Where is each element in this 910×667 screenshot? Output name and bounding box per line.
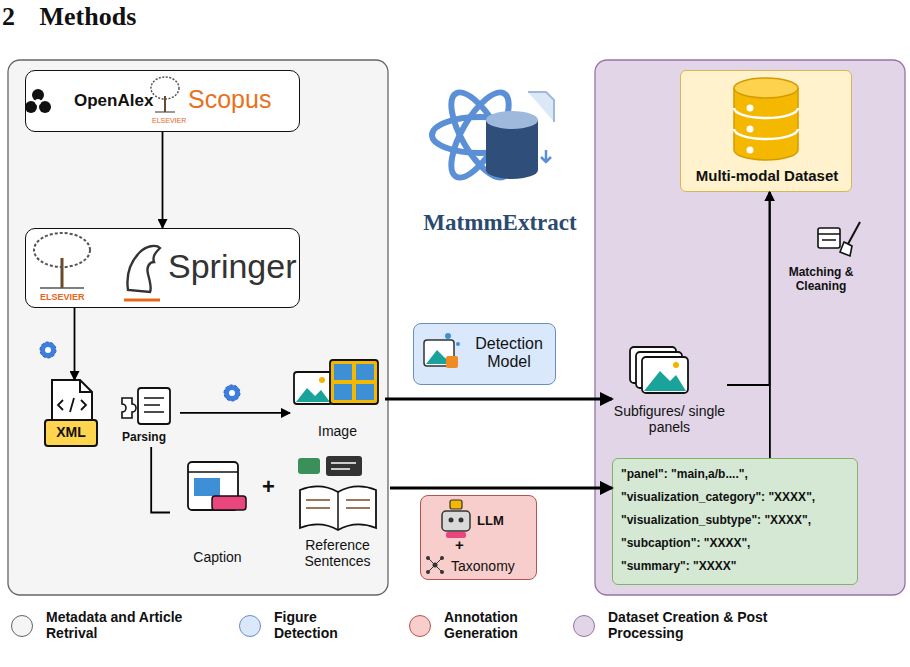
- node-text: XML: [45, 424, 97, 440]
- annotation-box: "panel": "main,a/b....", "visualization_c…: [612, 458, 858, 585]
- node-text: Reference Sentences: [285, 537, 390, 569]
- flow-arrow: [74, 308, 76, 380]
- dataset-panel: [595, 60, 905, 595]
- caption-item: Caption: [170, 455, 265, 570]
- flow-arrow: [151, 447, 170, 513]
- node-text: LLM: [477, 514, 504, 529]
- publisher-box: ELSEVIER Springer: [25, 228, 300, 308]
- node-text: "summary": "XXXX": [621, 560, 736, 574]
- logo-icon: [432, 84, 554, 185]
- legend-text: Dataset Creation & Post Processing: [608, 609, 798, 641]
- legend-text: Metadata and Article Retrival: [46, 609, 196, 641]
- caption-icon: [188, 462, 246, 510]
- xml-file: XML: [45, 380, 97, 448]
- flow-arrow: [162, 132, 164, 228]
- node-text: Detection Model: [466, 335, 552, 372]
- data-flow-arrow: [390, 486, 612, 489]
- tool-name: MatmmExtract: [400, 210, 600, 236]
- flow-arrow: [727, 192, 769, 385]
- subfigures-icon: [630, 347, 688, 393]
- node-text: Subfigures/ single panels: [612, 403, 727, 435]
- retrieval-panel: [8, 60, 388, 595]
- legend-swatch: [11, 615, 33, 637]
- node-text: ELSEVIER: [152, 117, 186, 125]
- parsing-step: Parsing: [108, 385, 180, 447]
- section-heading: 2 Methods: [2, 2, 136, 32]
- xml-file-icon: [45, 380, 97, 446]
- legend-swatch: [573, 615, 595, 637]
- flow-arrow: [180, 412, 290, 414]
- reference-item: Reference Sentences: [285, 455, 390, 577]
- cleaning-icon: [818, 222, 860, 256]
- node-text: "visualization_subtype": "XXXX",: [621, 514, 811, 528]
- node-text: Springer: [168, 247, 297, 286]
- api-icon: [224, 385, 240, 401]
- plus-sign: +: [262, 474, 275, 499]
- node-text: Taxonomy: [451, 558, 515, 574]
- node-text: Multi-modal Dataset: [681, 167, 853, 184]
- legend-text: Annotation Generation: [444, 609, 564, 641]
- reference-icon: [298, 456, 376, 530]
- image-item: Image: [290, 355, 385, 443]
- legend-swatch: [239, 615, 261, 637]
- node-text: Scopus: [188, 85, 271, 114]
- node-text: Parsing: [108, 431, 180, 445]
- node-text: "visualization_category": "XXXX",: [621, 491, 815, 505]
- legend-swatch: [409, 615, 431, 637]
- image-icon: [294, 360, 378, 404]
- parsing-icon: [122, 388, 170, 424]
- data-flow-arrow: [385, 398, 612, 401]
- node-text: "subcaption": "XXXX",: [621, 537, 750, 551]
- dataset-box: Multi-modal Dataset: [680, 70, 852, 192]
- source-box: OpenAlexELSEVIERScopus: [25, 70, 300, 132]
- node-text: Image: [290, 423, 385, 439]
- api-icon: [40, 342, 56, 358]
- subfigure-item: Subfigures/ single panels: [612, 343, 727, 448]
- llm-box: LLM + Taxonomy: [420, 495, 537, 580]
- node-text: Caption: [170, 549, 265, 565]
- flow-arrow: [769, 192, 771, 458]
- node-text: +: [455, 536, 464, 553]
- node-text: "panel": "main,a/b....",: [621, 468, 748, 482]
- node-text: OpenAlex: [74, 91, 153, 111]
- legend-text: Figure Detection: [274, 609, 384, 641]
- edge-label: Matching & Cleaning: [780, 266, 862, 294]
- model-box: Detection Model: [413, 323, 556, 385]
- node-text: ELSEVIER: [40, 292, 85, 302]
